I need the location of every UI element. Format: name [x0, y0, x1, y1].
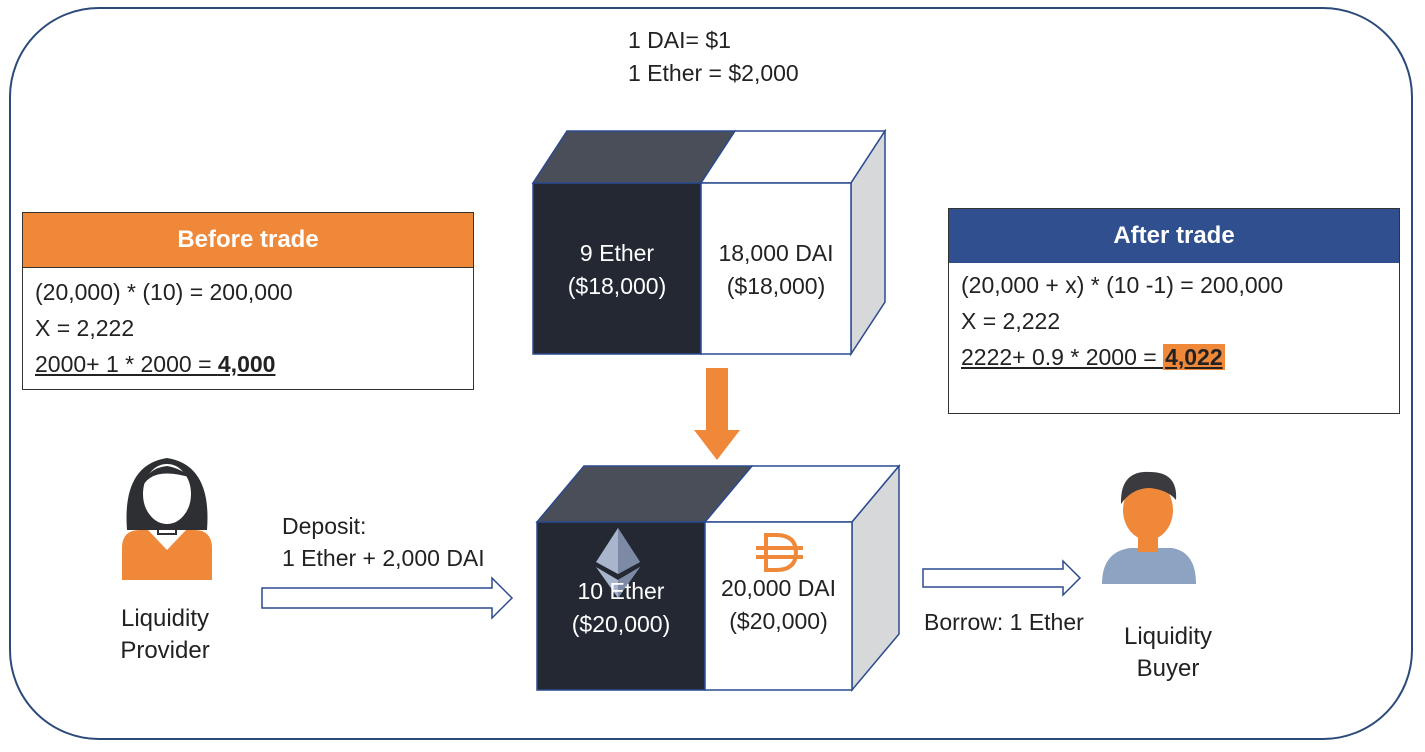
buyer-line1: Liquidity — [1123, 623, 1213, 650]
bottom-pool-cube — [535, 463, 901, 693]
after-total-expression: 2222+ 0.9 * 2000 = — [961, 344, 1164, 370]
after-total-result: 4,022 — [1163, 344, 1225, 370]
top-ether-amount: 9 Ether — [579, 240, 655, 266]
bottom-dai-amount: 20,000 DAI — [720, 575, 837, 601]
before-equation: (20,000) * (10) = 200,000 — [35, 279, 293, 305]
buyer-line2: Buyer — [1136, 655, 1200, 682]
diagram-frame — [9, 7, 1413, 740]
deposit-label: Deposit: 1 Ether + 2,000 DAI — [282, 510, 485, 574]
before-total-expression: 2000+ 1 * 2000 = — [35, 351, 218, 377]
bottom-ether-label: 10 Ether ($20,000) — [537, 575, 705, 641]
after-total: 2222+ 0.9 * 2000 = 4,022 — [961, 339, 1387, 375]
after-equation: (20,000 + x) * (10 -1) = 200,000 — [961, 272, 1284, 298]
dai-icon — [756, 533, 803, 572]
down-arrow-icon — [694, 368, 740, 460]
exchange-rates: 1 DAI= $1 1 Ether = $2,000 — [628, 24, 799, 90]
rate-dai: 1 DAI= $1 — [628, 27, 731, 53]
borrow-arrow-icon — [922, 559, 1082, 597]
top-pool-cube — [531, 128, 887, 357]
after-trade-body: (20,000 + x) * (10 -1) = 200,000 X = 2,2… — [949, 263, 1399, 381]
top-dai-amount: 18,000 DAI — [718, 240, 834, 266]
borrow-label: Borrow: 1 Ether — [924, 609, 1084, 635]
buyer-label: Liquidity Buyer — [1103, 621, 1233, 685]
top-cube-ether-face — [532, 182, 702, 355]
provider-line2: Provider — [120, 637, 210, 664]
bottom-dai-value: ($20,000) — [729, 608, 828, 634]
bottom-dai-label: 20,000 DAI ($20,000) — [705, 572, 852, 638]
top-cube-top-face — [531, 130, 737, 184]
man-avatar-icon — [1102, 471, 1196, 584]
before-trade-body: (20,000) * (10) = 200,000 X = 2,222 2000… — [23, 267, 473, 388]
ether-icon — [596, 528, 640, 598]
rate-ether: 1 Ether = $2,000 — [628, 60, 799, 86]
after-x-value: X = 2,222 — [961, 308, 1061, 334]
top-cube-dai-face — [700, 182, 852, 355]
right-arrow-icon — [261, 576, 514, 620]
after-trade-card: After trade (20,000 + x) * (10 -1) = 200… — [948, 208, 1400, 414]
top-ether-value: ($18,000) — [567, 273, 667, 299]
provider-line1: Liquidity — [120, 605, 210, 632]
woman-avatar-icon — [122, 458, 212, 580]
before-total: 2000+ 1 * 2000 = 4,000 — [35, 346, 461, 382]
bottom-ether-value: ($20,000) — [571, 611, 671, 637]
top-ether-label: 9 Ether ($18,000) — [533, 237, 701, 303]
top-dai-value: ($18,000) — [726, 273, 826, 299]
before-trade-title: Before trade — [23, 213, 473, 267]
deposit-amount: 1 Ether + 2,000 DAI — [282, 545, 485, 571]
top-dai-label: 18,000 DAI ($18,000) — [701, 237, 851, 303]
deposit-title: Deposit: — [282, 513, 367, 539]
provider-label: Liquidity Provider — [100, 603, 230, 667]
before-total-result: 4,000 — [217, 351, 276, 377]
before-x-value: X = 2,222 — [35, 315, 135, 341]
before-trade-card: Before trade (20,000) * (10) = 200,000 X… — [22, 212, 474, 390]
after-trade-title: After trade — [949, 209, 1399, 263]
bottom-ether-amount: 10 Ether — [577, 578, 665, 604]
